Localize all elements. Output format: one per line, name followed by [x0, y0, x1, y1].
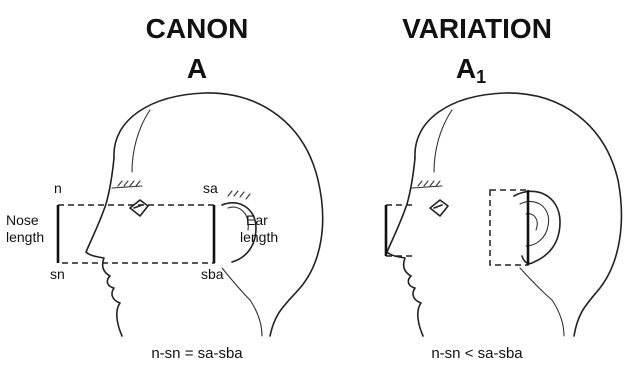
label-sn: sn [50, 266, 65, 282]
variation-panel: VARIATION A1 n-sn < sa-sba [386, 13, 621, 362]
canon-title: CANON [146, 13, 249, 44]
variation-subtitle: A1 [456, 53, 486, 87]
variation-hairline [434, 110, 452, 172]
canon-hairline [132, 110, 150, 172]
variation-nose-dashed [386, 205, 412, 256]
variation-eye [430, 200, 448, 216]
canon-brow [112, 181, 142, 188]
canon-panel: CANON A n sa sn sba Nose length [6, 13, 323, 362]
variation-head-outline [415, 93, 622, 336]
label-sba: sba [201, 266, 224, 282]
canon-caption: n-sn = sa-sba [151, 345, 243, 362]
canon-head-outline [114, 93, 323, 336]
nose-length-label-line2: length [6, 229, 44, 245]
nose-length-label-line1: Nose [6, 212, 39, 228]
ear-length-label-line1: Ear [246, 212, 268, 228]
variation-neck [552, 300, 564, 336]
variation-caption: n-sn < sa-sba [431, 345, 523, 362]
label-n: n [54, 180, 62, 196]
variation-face-profile [387, 158, 423, 336]
variation-title: VARIATION [402, 13, 552, 44]
variation-ear-dashed-box [490, 190, 528, 265]
canon-subtitle: A [187, 53, 207, 84]
ear-length-label-line2: length [240, 229, 278, 245]
canon-face-profile [86, 158, 122, 336]
canon-ear-hatch [228, 191, 250, 199]
label-sa: sa [203, 180, 218, 196]
variation-brow [412, 181, 442, 188]
canon-neck [250, 300, 262, 336]
canon-eye [130, 200, 148, 216]
